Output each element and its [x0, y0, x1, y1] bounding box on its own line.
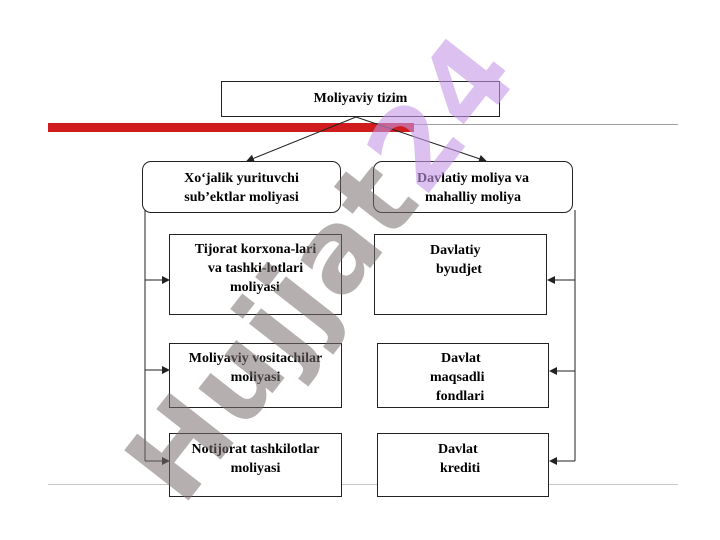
left-item-2: Moliyaviy vositachilar moliyasi [169, 343, 342, 408]
connector-root-right [355, 116, 487, 163]
gray-rule-top [414, 124, 678, 125]
gray-rule-bottom [48, 484, 678, 485]
red-accent-bar [48, 123, 414, 132]
right-item-2-line-2: maqsadli [430, 370, 485, 385]
left-header-line-1: Xo‘jalik yurituvchi [184, 171, 299, 186]
left-item-1-line-2: va tashki-lotlari [207, 261, 304, 276]
left-item-3: Notijorat tashkilotlar moliyasi [169, 433, 342, 497]
left-header-line-2: sub’ektlar moliyasi [184, 190, 299, 205]
connector-root-left [246, 116, 357, 163]
right-item-1-line-1: Davlatiy [430, 243, 481, 258]
right-item-3-line-2: krediti [440, 461, 481, 476]
right-branch-header: Davlatiy moliya va mahalliy moliya [373, 161, 573, 213]
left-item-3-line-1: Notijorat tashkilotlar [191, 442, 320, 457]
right-item-2: Davlat maqsadli fondlari [377, 343, 549, 408]
left-item-1: Tijorat korxona-lari va tashki-lotlari m… [169, 234, 342, 315]
right-item-3-line-1: Davlat [438, 442, 478, 457]
root-label: Moliyaviy tizim [313, 91, 408, 106]
left-item-2-line-2: moliyasi [230, 370, 281, 385]
left-branch-header: Xo‘jalik yurituvchi sub’ektlar moliyasi [142, 161, 341, 213]
right-item-1-line-2: byudjet [436, 262, 482, 277]
left-item-1-line-3: moliyasi [230, 280, 280, 295]
right-item-1: Davlatiy byudjet [374, 234, 547, 315]
left-item-3-line-2: moliyasi [230, 461, 281, 476]
right-item-3: Davlat krediti [377, 433, 549, 497]
left-item-1-line-1: Tijorat korxona-lari [194, 242, 317, 257]
left-item-2-line-1: Moliyaviy vositachilar [188, 351, 323, 366]
right-header-line-2: mahalliy moliya [424, 190, 522, 205]
right-item-2-line-1: Davlat [441, 351, 481, 366]
root-box: Moliyaviy tizim [221, 81, 500, 117]
right-header-line-1: Davlatiy moliya va [417, 171, 529, 186]
right-item-2-line-3: fondlari [436, 389, 485, 404]
